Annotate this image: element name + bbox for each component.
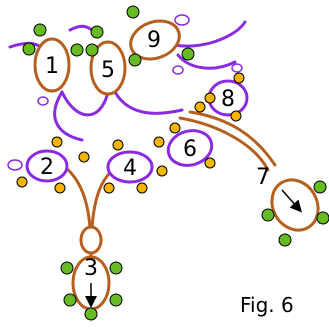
connector-5-to-7-a (178, 116, 270, 172)
green-picot (261, 208, 275, 222)
yellow-picot (153, 136, 165, 148)
yellow-picot (78, 151, 90, 163)
ring-6 (166, 129, 214, 167)
ring-2 (25, 149, 69, 183)
green-picot (90, 25, 104, 39)
picot-loop (231, 63, 243, 73)
ring-3-label: 3 (84, 256, 98, 281)
connector-2-3 (64, 166, 92, 230)
green-picot (181, 47, 195, 61)
yellow-picot (16, 176, 28, 188)
ring-1 (33, 37, 71, 93)
ring-5-label: 5 (101, 58, 115, 83)
ring-6-label: 6 (183, 137, 197, 162)
picot-loop (37, 96, 49, 106)
ring-labels: 1 5 9 8 6 2 4 3 7 (40, 28, 270, 281)
ring-2-label: 2 (40, 155, 54, 180)
yellow-picot (194, 101, 206, 113)
yellow-picot (112, 139, 124, 151)
green-picot (313, 180, 327, 194)
ring-9 (129, 19, 181, 61)
yellow-picot (54, 182, 66, 194)
ring-7-label: 7 (256, 165, 270, 190)
green-picot (63, 293, 77, 307)
green-picot (84, 307, 98, 321)
green-picot (60, 261, 74, 275)
ring-4-label: 4 (123, 156, 137, 181)
green-picot (109, 261, 123, 275)
ring-9-label: 9 (147, 28, 161, 53)
green-picots (22, 5, 329, 321)
ring-8-label: 8 (221, 87, 235, 112)
yellow-picot (230, 110, 242, 122)
yellow-picot (136, 182, 148, 194)
arrow-down-right-icon (281, 189, 302, 213)
chain-1-to-2 (53, 90, 84, 142)
green-picot (128, 53, 142, 67)
green-picot (22, 42, 36, 56)
green-picot (85, 43, 99, 57)
purple-picots (7, 14, 243, 171)
green-picot (126, 5, 140, 19)
picot-loop (7, 159, 23, 171)
chain-5-to-9 (113, 90, 184, 115)
yellow-picots (16, 72, 245, 194)
yellow-picot (204, 157, 216, 169)
figure-caption: Fig. 6 (240, 293, 294, 317)
rings (25, 19, 320, 311)
yellow-picot (233, 72, 245, 84)
connector-5-to-7-b (188, 110, 277, 167)
ring-5 (89, 40, 127, 96)
ring-3-neck (79, 225, 103, 255)
chain-9-right (176, 53, 237, 70)
yellow-picot (156, 165, 168, 177)
chain-1-to-5 (60, 90, 110, 117)
yellow-picot (169, 122, 181, 134)
ring-4 (106, 150, 154, 184)
green-picot (316, 211, 329, 225)
green-picot (109, 293, 123, 307)
chain-top-loop (68, 24, 94, 32)
chain-9-top (173, 20, 247, 48)
green-picot (33, 23, 47, 37)
yellow-picot (204, 92, 216, 104)
ring-1-label: 1 (45, 54, 59, 79)
direction-arrows (85, 189, 302, 308)
picot-loop (174, 14, 190, 26)
ring-connectors (64, 110, 277, 272)
green-picot (278, 233, 292, 247)
picot-loop (172, 65, 184, 75)
yellow-picot (51, 136, 63, 148)
yellow-picot (103, 182, 115, 194)
green-picot (70, 43, 84, 57)
